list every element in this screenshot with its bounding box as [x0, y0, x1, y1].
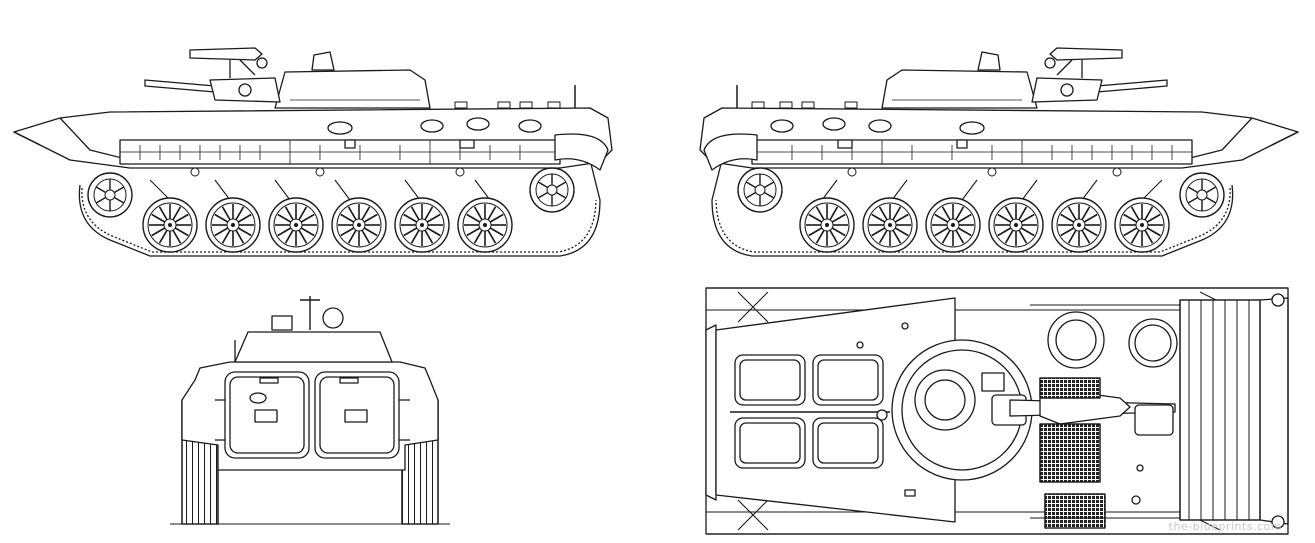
- top-view: [705, 287, 1289, 535]
- left-view-idler: [529, 167, 575, 213]
- road-wheel: [331, 197, 387, 253]
- left-side-view: [13, 47, 613, 257]
- road-wheel: [142, 197, 198, 253]
- front-hatch: [812, 354, 884, 406]
- return-roller: [987, 167, 997, 177]
- return-roller: [315, 167, 325, 177]
- road-wheel: [799, 197, 855, 253]
- return-roller: [455, 167, 465, 177]
- rear-deck-slats: [1179, 299, 1261, 521]
- front-hatch: [734, 354, 806, 406]
- rear-hatch-round: [1128, 318, 1178, 368]
- return-roller: [1112, 167, 1122, 177]
- road-wheel: [925, 197, 981, 253]
- right-side-view: [699, 47, 1299, 257]
- road-wheel: [1114, 197, 1170, 253]
- rear-view: [170, 296, 450, 525]
- road-wheel: [1051, 197, 1107, 253]
- road-wheel: [457, 197, 513, 253]
- front-hatch: [734, 417, 806, 469]
- road-wheel: [394, 197, 450, 253]
- left-view-sprocket: [87, 172, 133, 218]
- watermark: the-blueprints.com: [1169, 520, 1282, 533]
- road-wheel: [988, 197, 1044, 253]
- road-wheel: [205, 197, 261, 253]
- front-hatch: [812, 417, 884, 469]
- engine-grille: [1044, 493, 1106, 529]
- right-view-sprocket: [1179, 172, 1225, 218]
- engine-grille: [1039, 377, 1101, 399]
- return-roller: [190, 167, 200, 177]
- return-roller: [847, 167, 857, 177]
- road-wheel: [268, 197, 324, 253]
- engine-grille: [1039, 423, 1101, 483]
- road-wheel: [862, 197, 918, 253]
- right-view-idler: [737, 167, 783, 213]
